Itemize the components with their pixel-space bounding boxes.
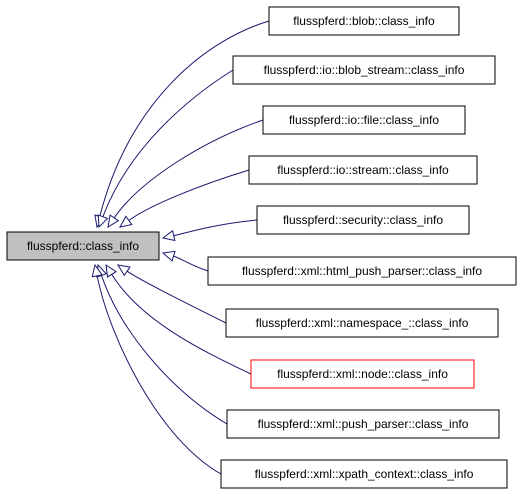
inheritance-edge-n6 xyxy=(117,264,227,324)
class-node-7[interactable]: flusspferd::xml::node::class_info xyxy=(250,359,475,389)
class-node-label: flusspferd::xml::push_parser::class_info xyxy=(258,417,469,431)
class-node-label: flusspferd::xml::node::class_info xyxy=(277,367,448,381)
edge-arrowhead xyxy=(107,214,120,228)
edge-line xyxy=(173,255,209,272)
class-node-box[interactable] xyxy=(226,409,500,439)
edge-line xyxy=(102,69,234,217)
class-node-box[interactable] xyxy=(250,359,475,389)
nodes-layer: flusspferd::class_info flusspferd::blob:… xyxy=(6,6,517,489)
edge-line xyxy=(96,275,222,475)
edge-line xyxy=(101,275,228,425)
class-node-label: flusspferd::xml::html_push_parser::class… xyxy=(242,264,482,278)
class-node-box[interactable] xyxy=(268,6,460,36)
edge-line xyxy=(113,119,264,219)
class-node-box[interactable] xyxy=(248,155,478,185)
inheritance-edge-n1 xyxy=(97,69,234,229)
class-node-label: flusspferd::xml::namespace_::class_info xyxy=(256,316,469,330)
inheritance-edge-n2 xyxy=(107,119,264,228)
edge-arrowhead xyxy=(161,229,176,242)
class-node-0[interactable]: flusspferd::blob::class_info xyxy=(268,6,460,36)
inheritance-edge-n8 xyxy=(96,263,228,425)
edge-line xyxy=(173,219,258,237)
class-node-box[interactable] xyxy=(256,205,470,235)
class-node-box[interactable] xyxy=(220,459,508,489)
class-node-1[interactable]: flusspferd::io::blob_stream::class_info xyxy=(232,55,496,85)
inheritance-edge-n5 xyxy=(161,250,209,272)
class-node-5[interactable]: flusspferd::xml::html_push_parser::class… xyxy=(207,256,517,286)
edge-arrowhead xyxy=(117,264,131,277)
class-node-8[interactable]: flusspferd::xml::push_parser::class_info xyxy=(226,409,500,439)
class-node-4[interactable]: flusspferd::security::class_info xyxy=(256,205,470,235)
edge-line xyxy=(111,274,252,375)
class-node-label: flusspferd::io::file::class_info xyxy=(289,113,439,127)
root-node-box[interactable] xyxy=(6,231,160,261)
edge-arrowhead xyxy=(91,263,103,278)
class-node-label: flusspferd::xml::xpath_context::class_in… xyxy=(255,467,474,481)
edge-line xyxy=(126,270,227,324)
edge-line xyxy=(99,20,270,217)
edge-arrowhead xyxy=(97,214,109,229)
inheritance-edge-n4 xyxy=(161,219,258,242)
inheritance-edge-n0 xyxy=(94,20,270,229)
edge-line xyxy=(128,169,250,221)
class-node-3[interactable]: flusspferd::io::stream::class_info xyxy=(248,155,478,185)
class-node-box[interactable] xyxy=(262,105,466,135)
class-node-box[interactable] xyxy=(207,256,517,286)
class-node-9[interactable]: flusspferd::xml::xpath_context::class_in… xyxy=(220,459,508,489)
class-node-label: flusspferd::io::stream::class_info xyxy=(277,163,449,177)
edge-arrowhead xyxy=(105,263,117,278)
class-node-box[interactable] xyxy=(232,55,496,85)
root-node[interactable]: flusspferd::class_info xyxy=(6,231,160,261)
class-node-label: flusspferd::blob::class_info xyxy=(293,14,435,28)
class-node-6[interactable]: flusspferd::xml::namespace_::class_info xyxy=(225,308,499,338)
inheritance-edge-n9 xyxy=(91,263,222,475)
class-node-box[interactable] xyxy=(225,308,499,338)
class-node-label: flusspferd::io::blob_stream::class_info xyxy=(264,63,465,77)
edge-arrowhead xyxy=(161,250,176,262)
class-node-2[interactable]: flusspferd::io::file::class_info xyxy=(262,105,466,135)
inheritance-edge-n3 xyxy=(119,169,250,228)
root-node-label: flusspferd::class_info xyxy=(27,239,139,253)
class-node-label: flusspferd::security::class_info xyxy=(283,213,443,227)
edges-layer xyxy=(91,20,270,475)
inheritance-edge-n7 xyxy=(105,263,252,375)
edge-arrowhead xyxy=(119,215,133,228)
